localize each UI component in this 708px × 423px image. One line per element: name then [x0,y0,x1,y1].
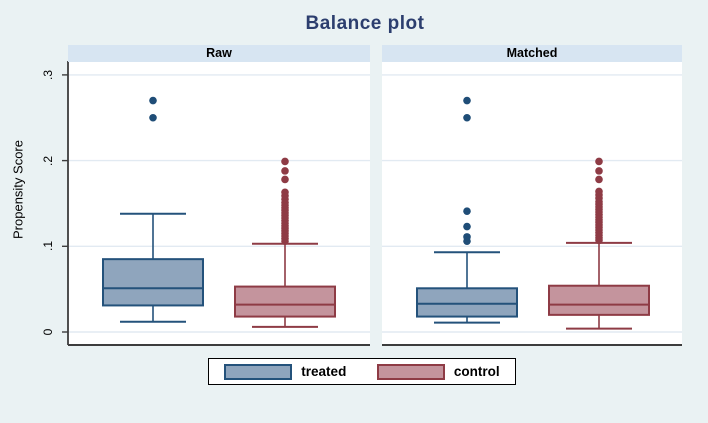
panel-header-raw: Raw [68,45,370,62]
y-tick-label-3: .3 [41,69,55,81]
control-swatch [376,363,445,380]
legend: treated control [208,358,516,385]
legend-label-treated: treated [301,364,347,379]
treated-swatch [224,363,293,380]
legend-item-control: control [376,363,500,380]
panel-header-matched: Matched [382,45,682,62]
y-axis-title: Propensity Score [10,140,26,239]
legend-label-control: control [453,364,500,379]
legend-item-treated: treated [224,363,347,380]
y-tick-label-0: 0 [41,328,55,336]
y-tick-label-2: .2 [41,155,55,167]
chart-title: Balance plot [305,13,425,34]
y-tick-label-1: .1 [41,240,55,252]
